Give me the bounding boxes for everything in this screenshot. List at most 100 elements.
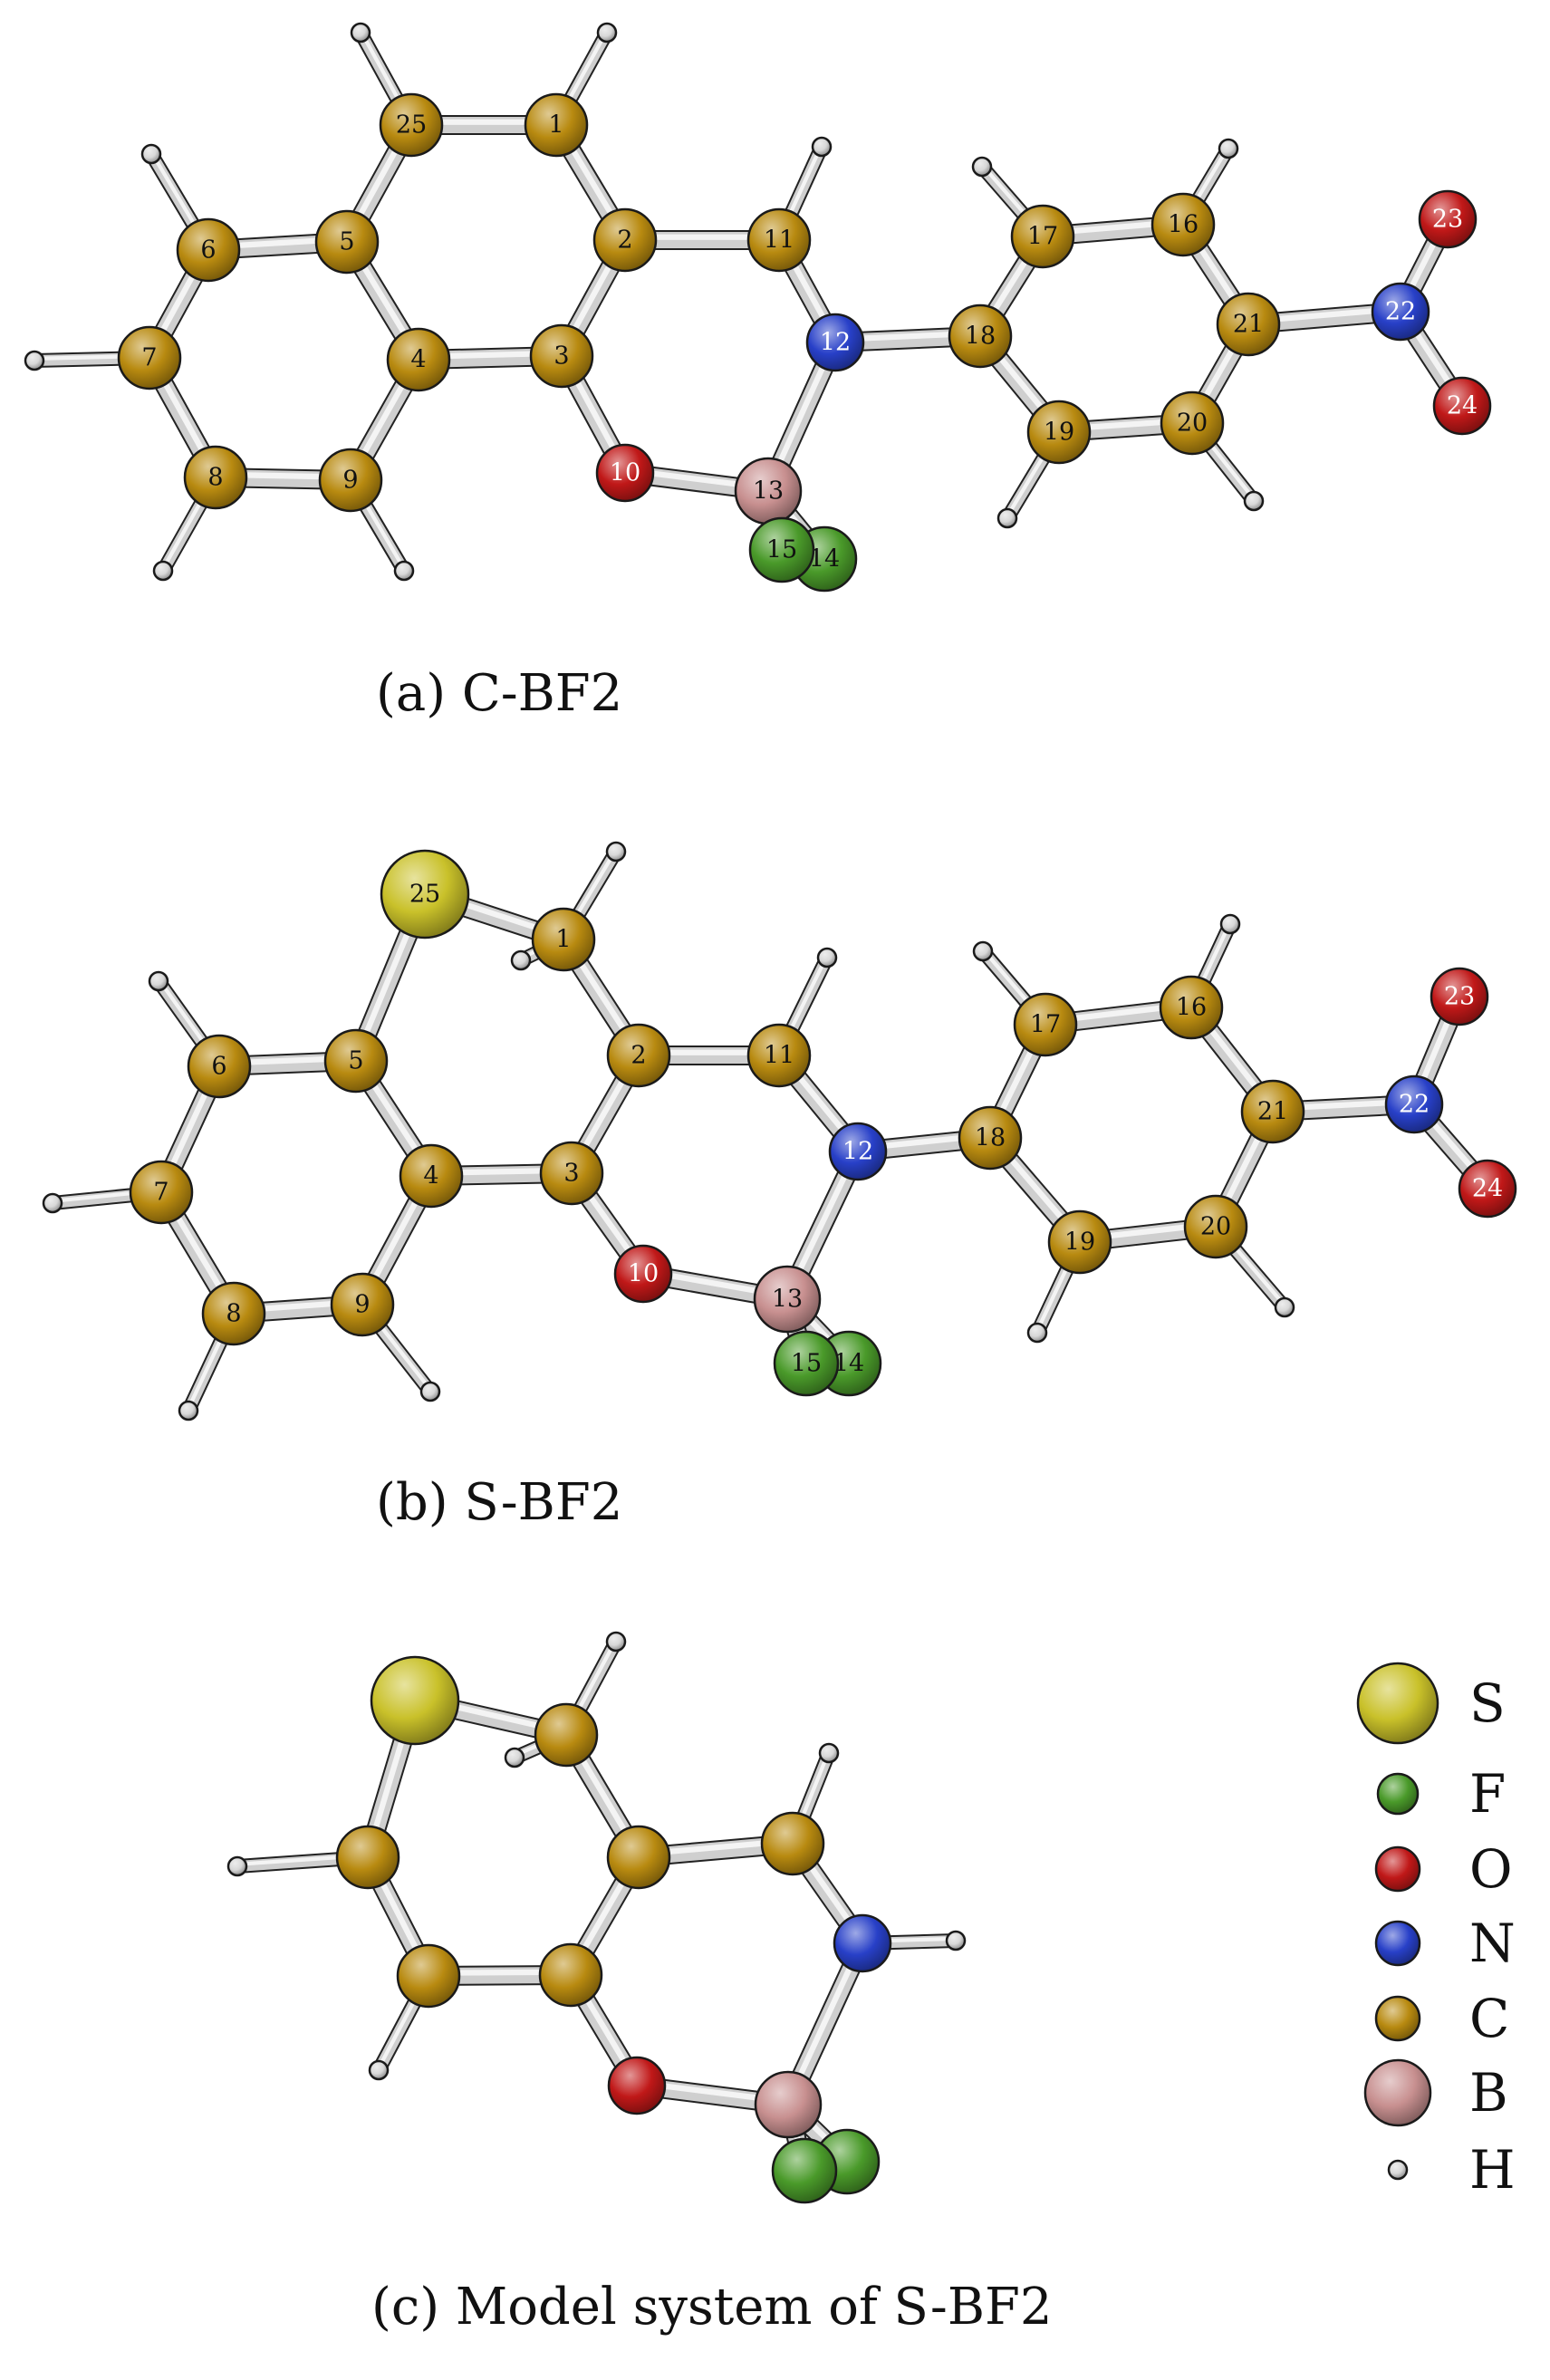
atom-label: 6 — [211, 1053, 226, 1081]
atom-c-4: 4 — [399, 1143, 464, 1209]
legend-item-c: C — [1374, 1988, 1509, 2049]
atom-label: 13 — [772, 1286, 803, 1314]
hydrogen-atom — [818, 1742, 840, 1764]
atom-label: 9 — [342, 467, 358, 495]
atom-c — [335, 1825, 400, 1890]
atom-c — [606, 1825, 671, 1890]
legend-swatch — [1374, 1920, 1421, 1967]
atom-c-16: 16 — [1150, 192, 1216, 257]
atom-n — [833, 1913, 892, 1973]
legend-label: F — [1469, 1763, 1506, 1825]
atom-c-11: 11 — [746, 1023, 812, 1088]
legend-label: O — [1469, 1838, 1513, 1900]
bonds-model-system — [230, 1634, 963, 2181]
legend-swatch — [1374, 1995, 1421, 2042]
atom-label: 7 — [153, 1179, 168, 1207]
legend-item-s: S — [1356, 1662, 1506, 1745]
atom-c-6: 6 — [176, 217, 241, 283]
hydrogen-atom — [972, 940, 994, 962]
atom-label: 17 — [1030, 1011, 1061, 1039]
atom-label: 2 — [617, 226, 632, 255]
atom-o — [607, 2056, 667, 2115]
legend-label: S — [1469, 1672, 1506, 1734]
atom-s-25: 25 — [380, 849, 470, 939]
atom-label: 3 — [554, 342, 569, 371]
hydrogen-atom — [1274, 1296, 1295, 1318]
atom-label: 21 — [1257, 1098, 1288, 1126]
atom-label: 18 — [975, 1124, 1006, 1152]
atom-label: 1 — [548, 111, 563, 140]
atom-f — [771, 2137, 838, 2204]
legend-swatch — [1356, 1662, 1439, 1745]
hydrogen-atom — [811, 136, 833, 158]
legend-label: N — [1469, 1913, 1516, 1974]
atom-n-22: 22 — [1384, 1074, 1444, 1134]
atom-c-19: 19 — [1026, 400, 1092, 465]
atom-label: 3 — [563, 1160, 579, 1188]
atom-s — [370, 1655, 460, 1746]
atom-c-9: 9 — [330, 1272, 395, 1337]
hydrogen-atom — [816, 947, 838, 968]
legend-label: C — [1469, 1988, 1509, 2049]
atom-c-1: 1 — [524, 92, 589, 158]
atom-label: 19 — [1064, 1229, 1095, 1257]
atom-c-7: 7 — [129, 1160, 194, 1225]
atom-label: 22 — [1385, 298, 1416, 326]
atom-c-6: 6 — [187, 1034, 252, 1099]
atom-c-9: 9 — [318, 448, 383, 513]
atom-label: 15 — [766, 536, 797, 564]
atom-label: 23 — [1444, 983, 1475, 1011]
panel-model-system: (c) Model system of S-BF2 — [226, 1631, 1053, 2337]
atom-n-12: 12 — [828, 1122, 888, 1181]
hydrogen-atom — [1219, 913, 1241, 935]
atom-label: 24 — [1472, 1175, 1503, 1203]
hydrogen-atom — [226, 1855, 248, 1877]
atom-c-18: 18 — [958, 1105, 1023, 1171]
atom-c-25: 25 — [379, 92, 444, 158]
hydrogen-atom — [1218, 138, 1239, 159]
atom-label: 25 — [409, 881, 440, 909]
hydrogen-atom — [24, 350, 45, 371]
atom-label: 18 — [965, 323, 996, 351]
legend-label: H — [1469, 2139, 1516, 2201]
atom-label: 11 — [764, 1042, 794, 1070]
atoms-model-system — [226, 1631, 967, 2204]
atom-label: 20 — [1200, 1213, 1231, 1241]
atom-label: 12 — [842, 1138, 873, 1166]
hydrogen-atom — [605, 1631, 627, 1653]
atom-c-5: 5 — [314, 209, 380, 275]
atom-label: 5 — [348, 1047, 363, 1075]
legend-swatch — [1363, 2058, 1432, 2127]
hydrogen-atom — [178, 1400, 199, 1421]
hydrogen-atom — [971, 156, 993, 178]
hydrogen-atom — [996, 507, 1018, 529]
hydrogen-atom — [605, 841, 627, 862]
hydrogen-atom — [140, 143, 162, 165]
atom-c-2: 2 — [592, 207, 658, 273]
atom-o-23: 23 — [1418, 189, 1478, 249]
atom-c-20: 20 — [1183, 1194, 1248, 1259]
atom-c-18: 18 — [948, 304, 1013, 369]
atom-label: 1 — [555, 926, 571, 954]
atom-c-3: 3 — [529, 323, 594, 389]
atom-n-22: 22 — [1371, 282, 1430, 342]
atom-label: 2 — [631, 1042, 646, 1070]
atom-c — [760, 1811, 825, 1876]
atom-label: 21 — [1233, 311, 1264, 339]
atom-label: 10 — [628, 1260, 659, 1288]
atom-c-2: 2 — [606, 1023, 671, 1088]
atom-label: 5 — [339, 228, 354, 256]
legend-item-h: H — [1387, 2139, 1516, 2201]
atom-o-10: 10 — [595, 443, 655, 503]
atom-label: 11 — [764, 226, 794, 255]
atom-b-13: 13 — [734, 457, 803, 525]
legend-swatch — [1387, 2159, 1409, 2181]
legend-item-o: O — [1374, 1838, 1513, 1900]
atom-label: 19 — [1044, 419, 1074, 447]
atom-f-15: 15 — [773, 1330, 840, 1397]
atom-label: 25 — [396, 111, 427, 140]
atom-c — [534, 1702, 599, 1768]
atom-label: 6 — [200, 236, 216, 265]
atom-label: 17 — [1027, 223, 1058, 251]
